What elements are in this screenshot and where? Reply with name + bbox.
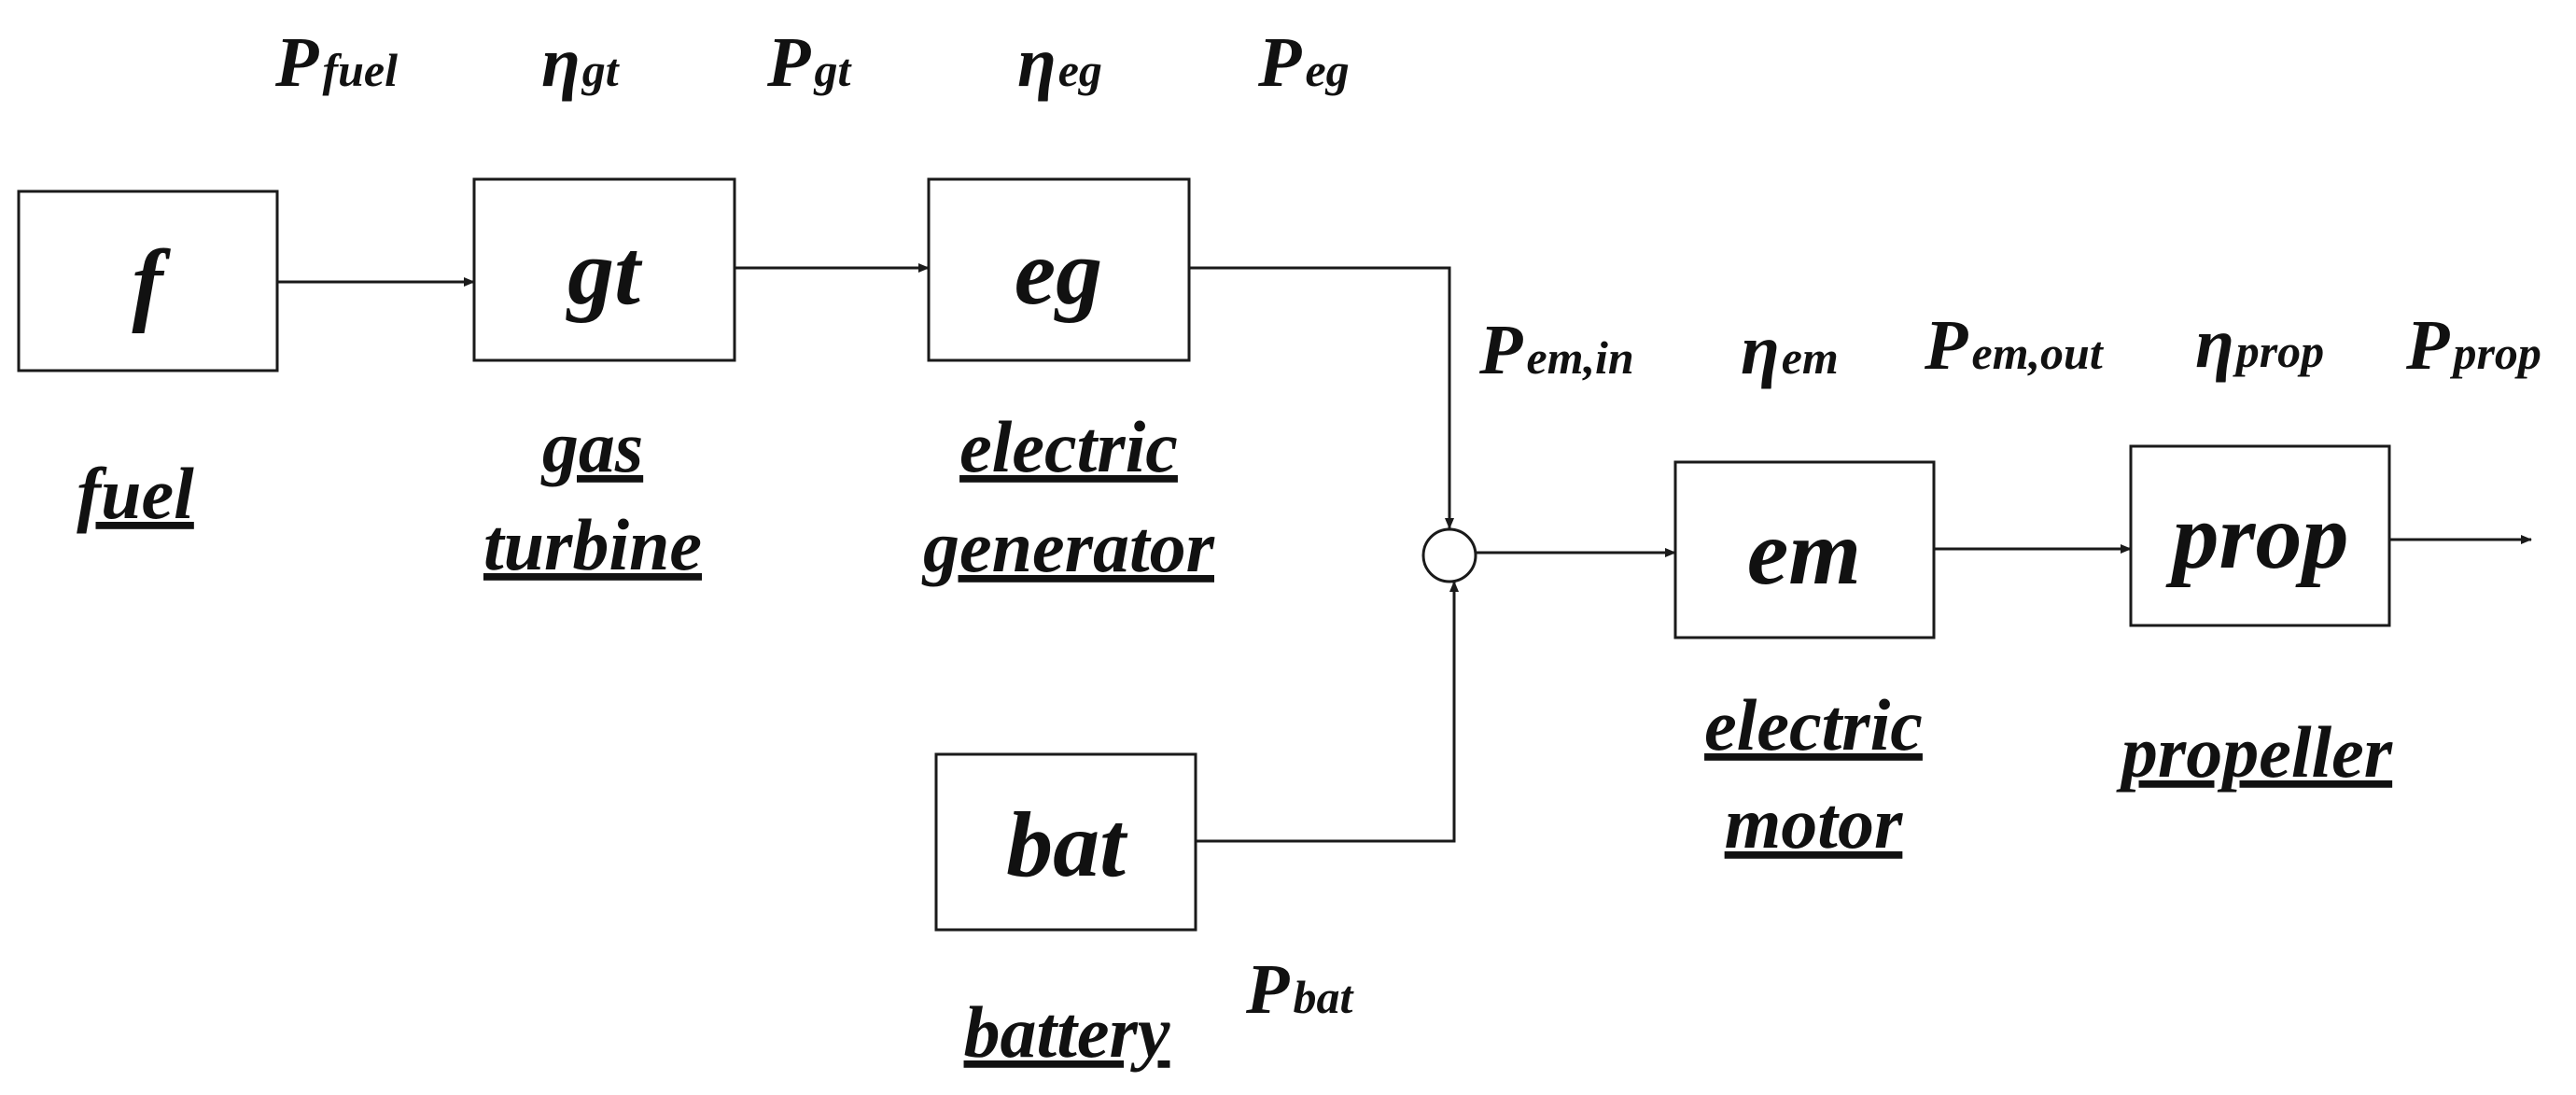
symbol-p-prop: Pprop [2405, 306, 2541, 385]
caption-gas-turbine-line1: gas [540, 406, 643, 487]
symbol-eta-em: ηem [1741, 311, 1839, 389]
block-battery: bat [934, 752, 1197, 932]
caption-electric-motor-line1: electric [1704, 684, 1923, 765]
block-propeller-label: prop [2165, 484, 2349, 588]
caption-battery: battery [964, 991, 1170, 1073]
block-gas-turbine: gt [472, 177, 736, 362]
caption-electric-generator-line2: generator [921, 506, 1215, 587]
block-gas-turbine-label: gt [566, 220, 643, 324]
caption-fuel: fuel [77, 453, 194, 534]
caption-electric-generator-line1: electric [959, 406, 1178, 487]
caption-electric-motor-line2: motor [1725, 782, 1903, 863]
symbol-p-em-in: Pem,in [1478, 311, 1634, 389]
symbol-p-em-out: Pem,out [1924, 306, 2105, 385]
symbol-eta-eg: ηeg [1017, 23, 1102, 102]
block-electric-generator-label: eg [1015, 220, 1102, 324]
block-battery-label: bat [1006, 793, 1128, 896]
block-propeller: prop [2129, 444, 2391, 627]
caption-propeller: propeller [2116, 711, 2393, 793]
symbol-p-fuel: Pfuel [274, 23, 398, 102]
block-electric-motor-label: em [1747, 500, 1861, 604]
arrow-battery-to-junction [1196, 581, 1459, 843]
symbol-p-eg: Peg [1257, 23, 1350, 102]
arrow-eg-to-junction [1189, 266, 1454, 529]
summing-junction [1421, 527, 1477, 583]
symbol-p-gt: Pgt [766, 23, 852, 102]
symbol-eta-gt: ηgt [541, 23, 621, 102]
symbol-eta-prop: ηprop [2195, 304, 2324, 383]
symbol-p-bat: Pbat [1245, 950, 1354, 1029]
caption-gas-turbine-line2: turbine [483, 504, 702, 585]
block-fuel: f [17, 190, 279, 372]
block-electric-generator: eg [927, 177, 1191, 362]
block-electric-motor: em [1673, 460, 1936, 639]
